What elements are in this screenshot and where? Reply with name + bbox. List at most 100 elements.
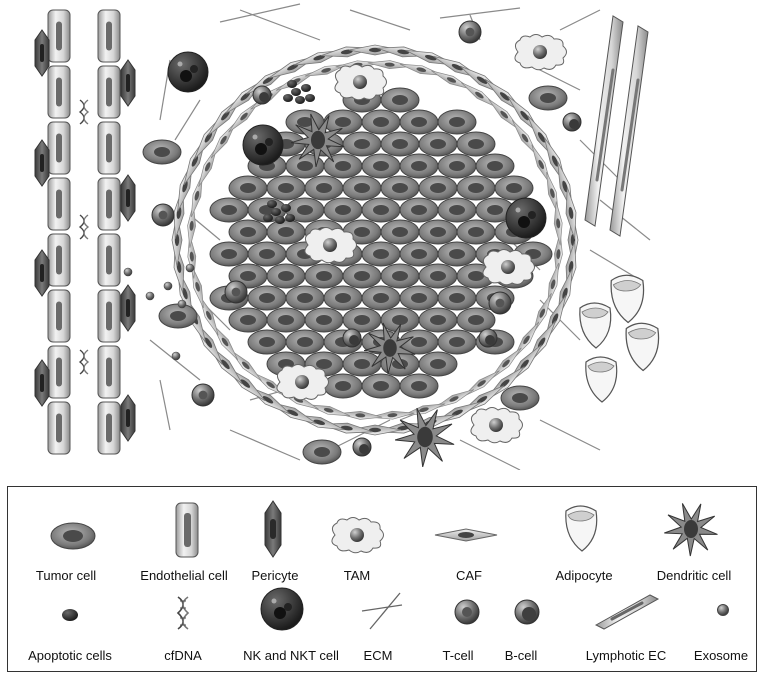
apoptotic-cell bbox=[287, 80, 297, 88]
apoptotic-cell bbox=[291, 88, 301, 96]
tumor-cell bbox=[438, 286, 476, 310]
pericyte bbox=[121, 395, 135, 441]
tumor-cell bbox=[229, 176, 267, 200]
endothelial-cell bbox=[98, 178, 120, 230]
apoptotic-cells-label: Apoptotic cells bbox=[28, 648, 112, 663]
apoptotic-cell bbox=[267, 200, 277, 208]
tumor-cell bbox=[438, 242, 476, 266]
endothelial-cell bbox=[98, 402, 120, 454]
cfdna-icon bbox=[176, 595, 190, 631]
lymphatic-ec-label: Lymphotic EC bbox=[586, 648, 666, 663]
nk-nkt-cell bbox=[168, 52, 208, 92]
ecm-fiber bbox=[560, 10, 600, 30]
tumor-cell bbox=[210, 242, 248, 266]
ecm-label: ECM bbox=[364, 648, 393, 663]
endothelial-cell bbox=[98, 122, 120, 174]
nk-nkt-cell bbox=[243, 125, 283, 165]
pericyte bbox=[121, 175, 135, 221]
tumor-cell bbox=[419, 264, 457, 288]
lymphatic-ec-icon bbox=[592, 591, 662, 631]
ecm-fiber bbox=[600, 200, 650, 240]
apoptotic-cell bbox=[263, 214, 273, 222]
adipocyte-icon bbox=[560, 501, 602, 553]
tumor-cell bbox=[267, 264, 305, 288]
endothelial-cell bbox=[48, 234, 70, 286]
adipocyte bbox=[580, 303, 611, 348]
t-cell bbox=[225, 281, 247, 303]
tumor-cell bbox=[400, 154, 438, 178]
t-cell bbox=[489, 292, 511, 314]
cfdna bbox=[80, 215, 88, 239]
tumor-cell bbox=[419, 220, 457, 244]
apoptotic-cells-icon bbox=[60, 607, 80, 623]
pericyte bbox=[121, 60, 135, 106]
tam bbox=[471, 408, 523, 443]
b-cell bbox=[479, 329, 497, 347]
b-cell-label: B-cell bbox=[505, 648, 538, 663]
tumor-cell bbox=[419, 308, 457, 332]
tumor-cell bbox=[457, 132, 495, 156]
tumor-cell bbox=[324, 198, 362, 222]
ecm-fiber bbox=[350, 10, 410, 30]
tumor-cell bbox=[362, 286, 400, 310]
tumor-cell bbox=[501, 386, 539, 410]
endothelial-cell bbox=[48, 66, 70, 118]
ecm-fiber bbox=[175, 100, 200, 140]
b-cell-icon bbox=[514, 599, 540, 625]
pericyte bbox=[121, 285, 135, 331]
pericyte bbox=[35, 250, 49, 296]
tumor-cell bbox=[381, 176, 419, 200]
tumor-cell bbox=[305, 264, 343, 288]
tumor-cell bbox=[400, 110, 438, 134]
nk-nkt-cell bbox=[506, 198, 546, 238]
tumor-cell bbox=[229, 220, 267, 244]
apoptotic-cell bbox=[285, 214, 295, 222]
dendritic-cell-label: Dendritic cell bbox=[657, 568, 731, 583]
tumor-cell bbox=[143, 140, 181, 164]
pericyte bbox=[35, 30, 49, 76]
tumor-cell bbox=[305, 308, 343, 332]
tumor-cell bbox=[419, 132, 457, 156]
tumor-cell bbox=[362, 374, 400, 398]
endothelial-cell bbox=[98, 290, 120, 342]
tumor-cell bbox=[438, 154, 476, 178]
exosome bbox=[178, 300, 186, 308]
ecm-fiber bbox=[230, 430, 300, 460]
endothelial-cell-label: Endothelial cell bbox=[140, 568, 227, 583]
caf-icon bbox=[433, 527, 499, 543]
t-cell bbox=[459, 21, 481, 43]
adipocyte-label: Adipocyte bbox=[555, 568, 612, 583]
exosome bbox=[146, 292, 154, 300]
ecm-fiber bbox=[240, 10, 320, 40]
tam bbox=[515, 35, 567, 70]
tumor-cell bbox=[324, 110, 362, 134]
cfdna bbox=[80, 100, 88, 124]
tumor-cell bbox=[457, 176, 495, 200]
tumor-cell bbox=[267, 176, 305, 200]
apoptotic-cell bbox=[295, 96, 305, 104]
tumor-cell bbox=[343, 176, 381, 200]
tumor-microenvironment-diagram bbox=[0, 0, 764, 470]
tumor-cell bbox=[343, 132, 381, 156]
caf bbox=[370, 409, 415, 421]
apoptotic-cell bbox=[283, 94, 293, 102]
tam bbox=[335, 65, 387, 100]
dendritic-cell-icon bbox=[658, 501, 724, 557]
tumor-cell bbox=[400, 242, 438, 266]
tam bbox=[483, 250, 535, 285]
ecm-fiber bbox=[160, 380, 170, 430]
pericyte bbox=[35, 140, 49, 186]
endothelial-cell bbox=[48, 122, 70, 174]
exosome-icon bbox=[716, 603, 730, 617]
exosome bbox=[172, 352, 180, 360]
apoptotic-cell bbox=[271, 208, 281, 216]
endothelial-cell bbox=[98, 66, 120, 118]
tumor-cell bbox=[303, 440, 341, 464]
adipocyte bbox=[626, 323, 658, 370]
adipocyte bbox=[611, 275, 643, 322]
caf bbox=[552, 201, 564, 246]
t-cell bbox=[152, 204, 174, 226]
tumor-cell bbox=[381, 88, 419, 112]
exosome bbox=[124, 268, 132, 276]
tumor-cell bbox=[324, 286, 362, 310]
